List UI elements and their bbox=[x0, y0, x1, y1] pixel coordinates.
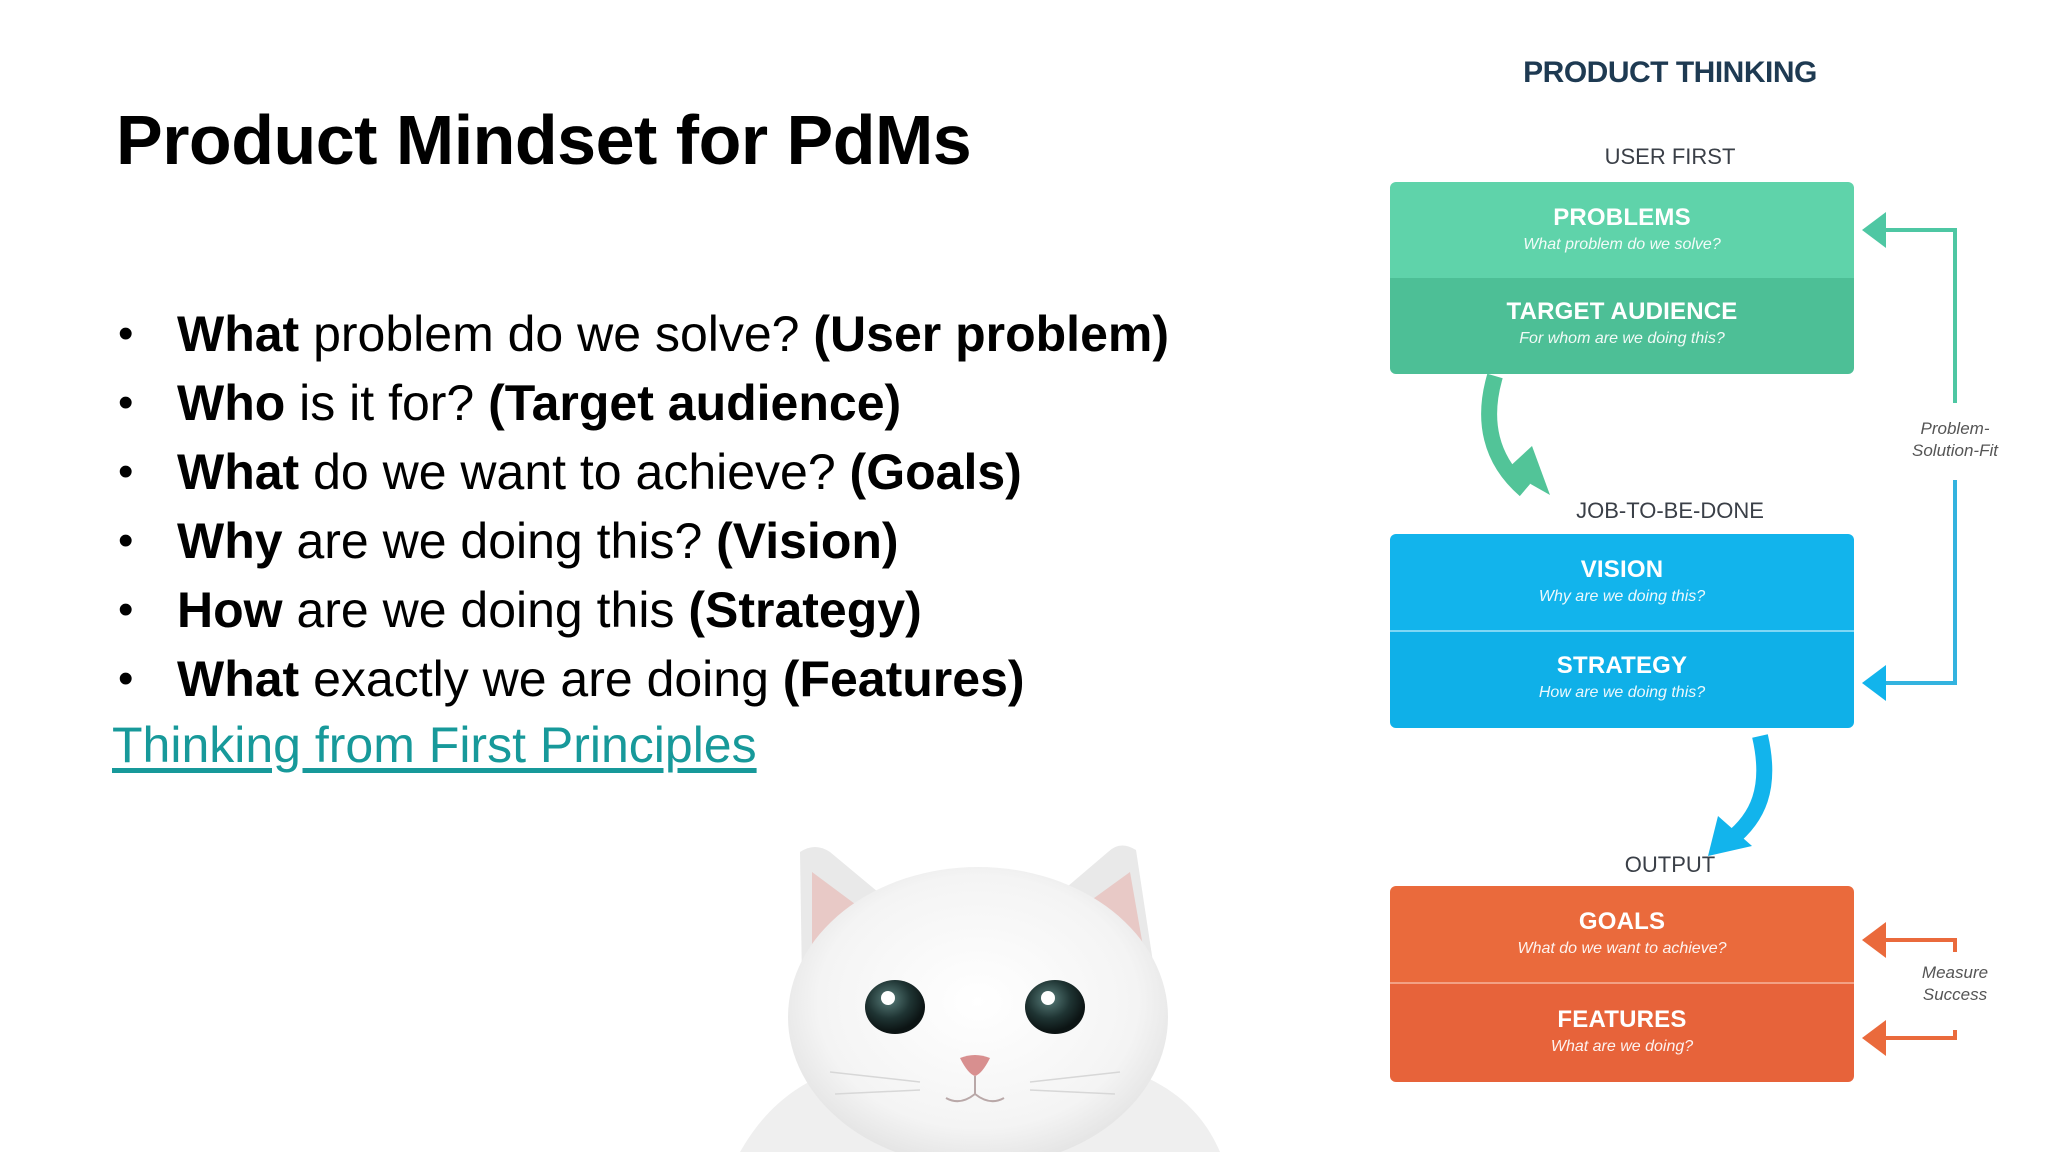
bullet-tag: (Vision) bbox=[716, 513, 899, 569]
user-first-box: PROBLEMS What problem do we solve? TARGE… bbox=[1390, 182, 1854, 374]
bullet-tag: (Goals) bbox=[849, 444, 1022, 500]
problem-solution-fit-label: Problem- Solution-Fit bbox=[1912, 419, 1998, 460]
measure-success-label: Measure Success bbox=[1921, 963, 1989, 1004]
goals-subtitle: What do we want to achieve? bbox=[1517, 940, 1727, 957]
strategy-title: STRATEGY bbox=[1556, 652, 1688, 679]
section-label-jtbd: JOB-TO-BE-DONE bbox=[1576, 498, 1764, 523]
bullet-item: • How are we doing this (Strategy) bbox=[118, 580, 1169, 649]
cat-photo bbox=[740, 845, 1220, 1152]
bullet-item: • What do we want to achieve? (Goals) bbox=[118, 442, 1169, 511]
bullet-glyph: • bbox=[118, 309, 134, 358]
jtbd-box: VISION Why are we doing this? STRATEGY H… bbox=[1390, 534, 1854, 728]
bullet-keyword: Who bbox=[177, 375, 286, 431]
vision-cell: VISION Why are we doing this? bbox=[1390, 534, 1854, 632]
diagram-title: PRODUCT THINKING bbox=[1523, 56, 1817, 89]
features-cell: FEATURES What are we doing? bbox=[1390, 984, 1854, 1082]
bullet-tag: (Target audience) bbox=[488, 375, 902, 431]
vision-title: VISION bbox=[1580, 556, 1664, 583]
bullet-glyph: • bbox=[118, 585, 134, 634]
problems-subtitle: What problem do we solve? bbox=[1523, 236, 1721, 253]
problems-title: PROBLEMS bbox=[1553, 204, 1691, 231]
bullet-keyword: What bbox=[177, 444, 300, 500]
section-label-output: OUTPUT bbox=[1624, 852, 1716, 877]
bullet-text: problem do we solve? bbox=[299, 306, 814, 362]
goals-cell: GOALS What do we want to achieve? bbox=[1390, 886, 1854, 984]
bullet-text: is it for? bbox=[285, 375, 489, 431]
bullet-glyph: • bbox=[118, 654, 134, 703]
bullet-keyword: What bbox=[177, 651, 300, 707]
strategy-subtitle: How are we doing this? bbox=[1538, 684, 1706, 701]
bullet-keyword: What bbox=[177, 306, 300, 362]
bullet-text: are we doing this? bbox=[282, 513, 717, 569]
bullet-tag: (Features) bbox=[782, 651, 1025, 707]
bullet-keyword: Why bbox=[177, 513, 283, 569]
bullet-list: • What problem do we solve? (User problem… bbox=[118, 304, 1169, 718]
section-label-user-first: USER FIRST bbox=[1604, 144, 1736, 169]
target-audience-title: TARGET AUDIENCE bbox=[1506, 298, 1738, 325]
problems-cell: PROBLEMS What problem do we solve? bbox=[1390, 182, 1854, 278]
product-thinking-diagram: PRODUCT THINKING USER FIRST JOB-TO-BE-DO… bbox=[1390, 40, 2030, 1100]
strategy-cell: STRATEGY How are we doing this? bbox=[1390, 632, 1854, 728]
slide-title: Product Mindset for PdMs bbox=[116, 101, 972, 179]
bullet-keyword: How bbox=[177, 582, 283, 638]
bullet-text: are we doing this bbox=[282, 582, 689, 638]
diagram-arrows bbox=[1481, 212, 1957, 1056]
bullet-glyph: • bbox=[118, 516, 134, 565]
bullet-tag: (User problem) bbox=[813, 306, 1169, 362]
output-box: GOALS What do we want to achieve? FEATUR… bbox=[1390, 886, 1854, 1082]
features-subtitle: What are we doing? bbox=[1550, 1038, 1694, 1055]
bullet-item: • Who is it for? (Target audience) bbox=[118, 373, 1169, 442]
target-audience-cell: TARGET AUDIENCE For whom are we doing th… bbox=[1390, 278, 1854, 374]
vision-subtitle: Why are we doing this? bbox=[1538, 588, 1706, 605]
features-title: FEATURES bbox=[1557, 1006, 1687, 1033]
first-principles-link[interactable]: Thinking from First Principles bbox=[112, 717, 757, 773]
bullet-glyph: • bbox=[118, 447, 134, 496]
bullet-item: • What exactly we are doing (Features) bbox=[118, 649, 1169, 718]
goals-title: GOALS bbox=[1578, 908, 1666, 935]
target-audience-subtitle: For whom are we doing this? bbox=[1519, 330, 1725, 347]
bullet-item: • What problem do we solve? (User problem… bbox=[118, 304, 1169, 373]
bullet-tag: (Strategy) bbox=[688, 582, 922, 638]
bullet-glyph: • bbox=[118, 378, 134, 427]
bullet-text: exactly we are doing bbox=[299, 651, 783, 707]
bullet-text: do we want to achieve? bbox=[299, 444, 850, 500]
bullet-item: • Why are we doing this? (Vision) bbox=[118, 511, 1169, 580]
